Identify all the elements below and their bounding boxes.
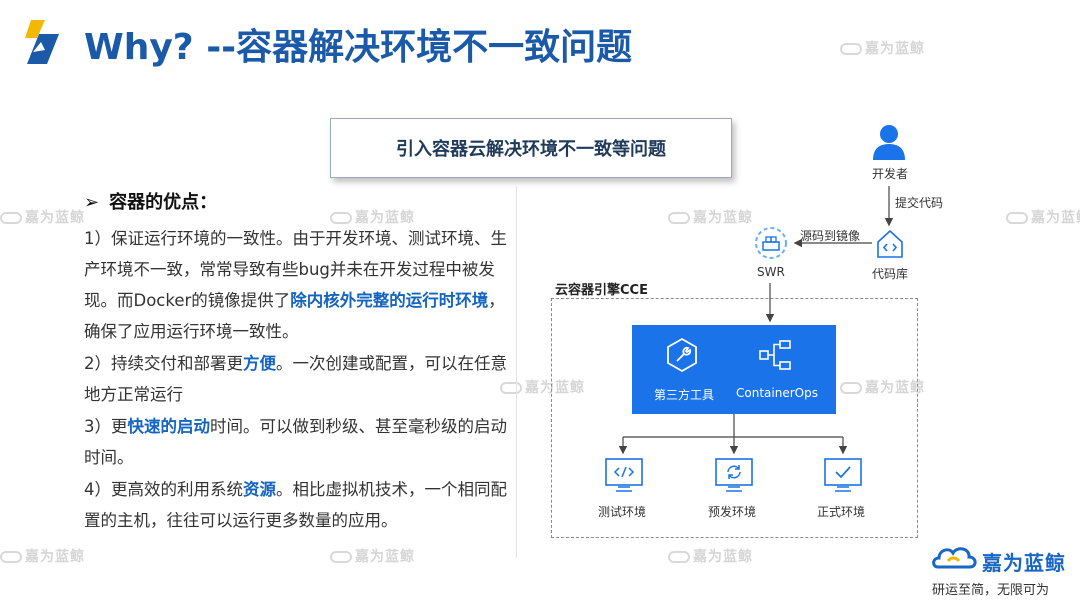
developer-label: 开发者 bbox=[872, 167, 909, 181]
logo-mark-icon bbox=[25, 20, 59, 64]
advantages-heading-text: 容器的优点： bbox=[109, 192, 218, 213]
highlight-text: 资源 bbox=[243, 480, 276, 499]
monitor-refresh-icon bbox=[715, 458, 753, 492]
brand-logo-icon bbox=[932, 547, 977, 569]
cce-tools-panel bbox=[632, 325, 836, 414]
watermark: 嘉为蓝鲸 bbox=[0, 207, 85, 227]
bullet-arrow-icon: ➢ bbox=[84, 192, 100, 213]
cce-label: 云容器引擎CCE bbox=[555, 283, 648, 298]
brand-slogan: 研运至简，无限可为 bbox=[932, 583, 1050, 598]
monitor-code-icon bbox=[605, 458, 643, 492]
banner-text: 引入容器云解决环境不一致等问题 bbox=[396, 139, 666, 160]
swr-icon bbox=[755, 227, 787, 259]
advantage-item: 2）持续交付和部署更方便。一次创建或配置，可以在任意地方正常运行 bbox=[84, 354, 507, 404]
third-party-tools-label: 第三方工具 bbox=[654, 388, 715, 402]
watermark: 嘉为蓝鲸 bbox=[500, 377, 585, 397]
watermark: 嘉为蓝鲸 bbox=[330, 546, 415, 566]
watermark: 嘉为蓝鲸 bbox=[840, 38, 925, 58]
watermark: 嘉为蓝鲸 bbox=[1006, 207, 1080, 227]
advantage-item: 4）更高效的利用系统资源。相比虚拟机技术，一个相同配置的主机，往往可以运行更多数… bbox=[84, 480, 507, 530]
banner: 引入容器云解决环境不一致等问题 bbox=[330, 118, 732, 178]
swr-label: SWR bbox=[757, 265, 785, 279]
watermark: 嘉为蓝鲸 bbox=[330, 207, 415, 227]
watermark: 嘉为蓝鲸 bbox=[0, 546, 85, 566]
watermark: 嘉为蓝鲸 bbox=[668, 207, 753, 227]
source-to-image-label: 源码到镜像 bbox=[800, 229, 861, 243]
advantage-item: 3）更快速的启动时间。可以做到秒级、甚至毫秒级的启动时间。 bbox=[84, 417, 507, 467]
wrench-icon bbox=[667, 337, 697, 373]
cce-container bbox=[551, 298, 918, 538]
env-prod-label: 正式环境 bbox=[817, 505, 866, 519]
watermark: 嘉为蓝鲸 bbox=[840, 377, 925, 397]
highlight-text: 快速的启动 bbox=[127, 417, 211, 436]
monitor-check-icon bbox=[824, 458, 862, 492]
env-test-label: 测试环境 bbox=[598, 505, 647, 519]
submit-code-label: 提交代码 bbox=[895, 196, 944, 210]
highlight-text: 除内核外完整的运行时环境 bbox=[290, 291, 489, 310]
page-title: Why? --容器解决环境不一致问题 bbox=[84, 27, 633, 68]
highlight-text: 方便 bbox=[243, 354, 276, 373]
advantages-list: 1）保证运行环境的一致性。由于开发环境、测试环境、生产环境不一致，常常导致有些b… bbox=[84, 223, 509, 537]
advantages-heading: ➢ 容器的优点： bbox=[84, 188, 217, 214]
containerops-label: ContainerOps bbox=[736, 386, 818, 400]
brand-name: 嘉为蓝鲸 bbox=[982, 551, 1066, 575]
code-repo-icon bbox=[877, 229, 903, 258]
code-repo-label: 代码库 bbox=[872, 267, 909, 281]
watermark: 嘉为蓝鲸 bbox=[668, 546, 753, 566]
pipeline-icon bbox=[759, 340, 791, 370]
divider bbox=[516, 186, 517, 558]
env-pre-label: 预发环境 bbox=[708, 505, 757, 519]
developer-icon bbox=[873, 125, 905, 160]
advantage-item: 1）保证运行环境的一致性。由于开发环境、测试环境、生产环境不一致，常常导致有些b… bbox=[84, 229, 507, 341]
